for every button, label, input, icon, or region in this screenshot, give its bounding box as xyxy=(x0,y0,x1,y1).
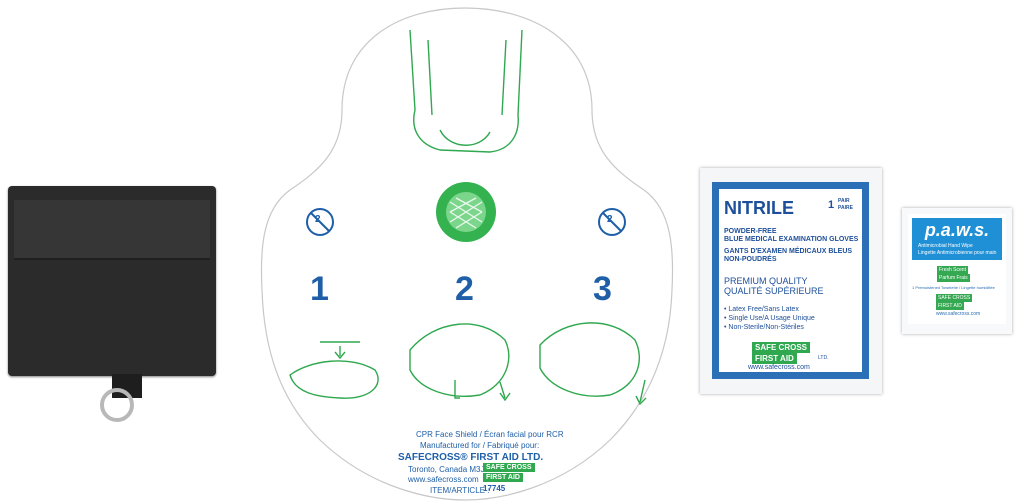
wipe-scent-fr: Parfum Frais xyxy=(937,274,970,282)
shield-address: Toronto, Canada M3J 3E5 xyxy=(408,465,501,474)
step-illustrations xyxy=(289,322,647,406)
shield-company: SAFECROSS® FIRST AID LTD. xyxy=(398,452,544,463)
no-reuse-badge-left: 2 xyxy=(315,214,321,225)
step-2-number: 2 xyxy=(455,270,474,308)
gloves-feature-2: • Single Use/A Usage Unique xyxy=(724,315,815,322)
gloves-feature-3: • Non-Sterile/Non-Stériles xyxy=(724,324,804,331)
gloves-quality-fr: QUALITÉ SUPÉRIEURE xyxy=(724,286,824,296)
gloves-feature-1: • Latex Free/Sans Latex xyxy=(724,306,799,313)
gloves-count-unit-fr: PAIRE xyxy=(838,205,853,211)
gloves-logo-suffix: LTD. xyxy=(818,355,829,361)
wipe-scent: Fresh Scent xyxy=(937,266,968,274)
face-shield xyxy=(260,7,674,501)
gloves-title: NITRILE xyxy=(724,198,794,218)
shield-item-number: 17745 xyxy=(483,484,506,493)
step-1-number: 1 xyxy=(310,270,329,308)
gloves-desc-fr-1: GANTS D'EXAMEN MÉDICAUX BLEUS xyxy=(724,248,853,255)
wipe-tagline-fr: Lingette Antimicrobienne pour main xyxy=(918,250,997,256)
gloves-desc-fr-2: NON-POUDRÉS xyxy=(724,256,777,263)
gloves-desc-en-2: BLUE MEDICAL EXAMINATION GLOVES xyxy=(724,236,859,243)
shield-logo-top: SAFE CROSS xyxy=(483,463,535,472)
gloves-count: 1 xyxy=(828,199,835,211)
pouch-flap xyxy=(14,200,210,260)
gloves-logo-top: SAFE CROSS xyxy=(752,342,811,353)
wipe-logo-bottom: FIRST AID xyxy=(936,302,964,310)
gloves-count-unit-en: PAIR xyxy=(838,198,850,204)
wipe-brand: p.a.w.s. xyxy=(924,220,990,240)
gloves-logo-bottom: FIRST AID xyxy=(752,353,797,364)
gloves-website: www.safecross.com xyxy=(748,364,810,371)
wipe-logo-top: SAFE CROSS xyxy=(936,294,973,302)
shield-logo-bottom: FIRST AID xyxy=(483,473,523,482)
gloves-quality-en: PREMIUM QUALITY xyxy=(724,276,808,286)
key-ring xyxy=(100,388,134,422)
step-3-number: 3 xyxy=(593,270,612,308)
wipe-count-line: 1 Premoistened Towelette / Lingette humi… xyxy=(912,285,995,290)
wipe-website: www.safecross.com xyxy=(936,311,981,317)
wipe-blue-band xyxy=(912,218,1002,260)
shield-item-label: ITEM/ARTICLE : xyxy=(430,486,490,495)
wipe-tagline: Antimicrobial Hand Wipe xyxy=(918,243,973,249)
shield-manufactured-for: Manufactured for / Fabriqué pour: xyxy=(420,441,540,450)
no-reuse-badge-right: 2 xyxy=(607,214,613,225)
hands-illustration xyxy=(409,29,523,153)
gloves-desc-en-1: POWDER-FREE xyxy=(724,228,777,235)
shield-website: www.safecross.com xyxy=(408,475,479,484)
shield-product-line: CPR Face Shield / Écran facial pour RCR xyxy=(416,430,564,439)
